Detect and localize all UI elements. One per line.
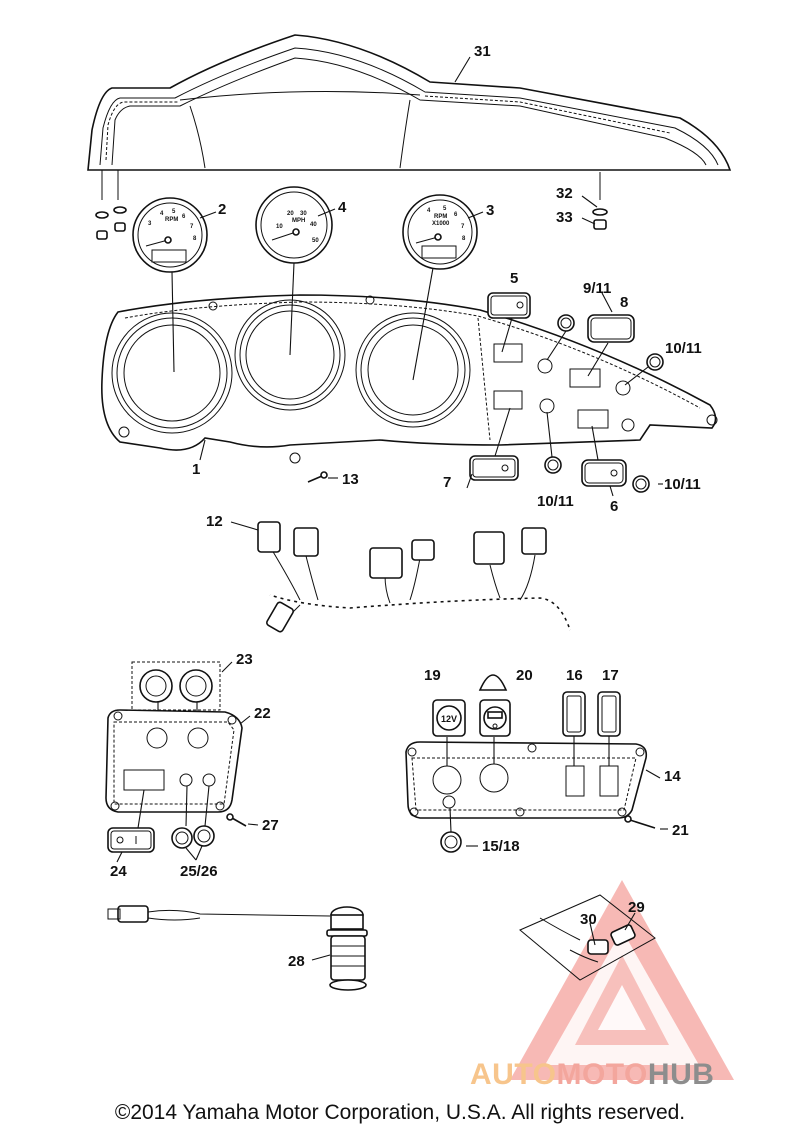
callout-12: 12 xyxy=(206,513,223,530)
callout-10-11-lower-right: 10/11 xyxy=(664,476,701,493)
watermark-text: AUTOMOTOHUB xyxy=(470,1058,715,1091)
gauge-tick-label: 8 xyxy=(193,236,197,242)
cable-switch-28 xyxy=(107,905,368,991)
rocker-switch-16 xyxy=(562,691,586,737)
dash-top-cover xyxy=(87,34,732,200)
washer-32 xyxy=(592,208,608,216)
switch-8 xyxy=(587,314,635,343)
cap-10-11-lower-left xyxy=(544,456,562,474)
usb-socket-20 xyxy=(478,674,511,737)
callout-14: 14 xyxy=(664,768,681,785)
callout-15-18: 15/18 xyxy=(482,838,520,855)
callout-29: 29 xyxy=(628,899,645,916)
sub-panel-14 xyxy=(405,741,648,819)
gauge-tick-label: 7 xyxy=(190,224,194,230)
watermark-part-auto: AUTO xyxy=(470,1058,557,1091)
switch-24 xyxy=(107,827,155,853)
switch-6 xyxy=(581,459,627,487)
copyright-notice: ©2014 Yamaha Motor Corporation, U.S.A. A… xyxy=(114,1101,686,1124)
rocker-switch-17 xyxy=(597,691,621,737)
callout-28: 28 xyxy=(288,953,305,970)
callout-8: 8 xyxy=(620,294,628,311)
callout-5: 5 xyxy=(510,270,518,287)
callout-25-26: 25/26 xyxy=(180,863,218,880)
gauge-tick-label: 10 xyxy=(276,224,283,230)
callout-19: 19 xyxy=(424,667,441,684)
speedometer-gauge-4: 20 30 40 50 10 MPH xyxy=(255,186,333,264)
gauge-mph-unit: MPH xyxy=(292,218,305,224)
callout-9-11: 9/11 xyxy=(583,280,611,297)
callout-27: 27 xyxy=(262,817,279,834)
watermark-part-moto: MOTO xyxy=(556,1058,648,1091)
gauge-tick-label: 8 xyxy=(462,236,466,242)
cap-9-11 xyxy=(557,314,575,332)
parts-diagram: RPM 4 5 6 7 8 3 20 30 40 50 10 MPH RPM X… xyxy=(87,34,734,1080)
gauge-tick-label: 6 xyxy=(182,214,186,220)
callout-24: 24 xyxy=(110,863,127,880)
switch-7 xyxy=(469,455,519,481)
callout-21: 21 xyxy=(672,822,689,839)
screw-13 xyxy=(307,471,328,483)
switch-5 xyxy=(487,292,531,319)
gauge-tick-label: 5 xyxy=(443,206,447,212)
socket-label: 12V xyxy=(441,714,457,724)
tachometer-gauge-3: RPM X1000 4 5 6 7 8 xyxy=(402,194,478,270)
caps-25-26 xyxy=(171,825,215,849)
gauge-rpm-multiplier: X1000 xyxy=(432,221,450,227)
gauge-tick-label: 3 xyxy=(148,221,152,227)
gauge-tick-label: 50 xyxy=(312,238,319,244)
gauge-tick-label: 5 xyxy=(172,209,176,215)
screw-27 xyxy=(226,813,247,827)
callout-30: 30 xyxy=(580,911,597,928)
callout-4: 4 xyxy=(338,199,347,216)
callout-32: 32 xyxy=(556,185,573,202)
watermark-triangle-logo xyxy=(510,880,734,1080)
sub-panel-22 xyxy=(105,709,243,813)
gauge-tick-label: 30 xyxy=(300,211,307,217)
callout-33: 33 xyxy=(556,209,573,226)
callout-22: 22 xyxy=(254,705,271,722)
cap-10-11-lower-right xyxy=(632,475,650,493)
gauge-tick-label: 6 xyxy=(454,212,458,218)
callout-2: 2 xyxy=(218,201,226,218)
gauge-rpm-unit: RPM xyxy=(434,214,447,220)
12v-socket-19: 12V xyxy=(432,699,466,737)
gauge-tick-label: 4 xyxy=(160,211,164,217)
tachometer-gauge-2: RPM 4 5 6 7 8 3 xyxy=(132,197,208,273)
callout-17: 17 xyxy=(602,667,619,684)
callout-31: 31 xyxy=(474,43,491,60)
gauge-rpm-unit: RPM xyxy=(165,217,178,223)
callout-6: 6 xyxy=(610,498,618,515)
cap-10-11-upper xyxy=(646,353,664,371)
callout-13: 13 xyxy=(342,471,359,488)
cap-15-18 xyxy=(440,831,462,853)
screw-21 xyxy=(624,815,656,829)
wire-harness-12 xyxy=(257,521,573,633)
callout-20: 20 xyxy=(516,667,533,684)
callout-3: 3 xyxy=(486,202,494,219)
callout-10-11-upper: 10/11 xyxy=(665,340,702,357)
left-washers xyxy=(95,206,127,240)
callout-23: 23 xyxy=(236,651,253,668)
watermark-part-hub: HUB xyxy=(647,1058,715,1091)
gauge-tick-label: 7 xyxy=(461,224,465,230)
nut-33 xyxy=(593,219,607,230)
callout-10-11-lower-left: 10/11 xyxy=(537,493,574,510)
parts-sheet-29-30 xyxy=(519,894,656,981)
main-dash-panel xyxy=(101,294,718,464)
callout-7: 7 xyxy=(443,474,451,491)
callout-labels: 31 2 4 3 32 33 5 9/11 8 10/11 1 13 7 10/… xyxy=(110,43,702,970)
callout-16: 16 xyxy=(566,667,583,684)
gauge-tick-label: 4 xyxy=(427,208,431,214)
gauge-tick-label: 20 xyxy=(287,211,294,217)
dashed-group-23 xyxy=(131,661,221,711)
gauge-tick-label: 40 xyxy=(310,222,317,228)
callout-1: 1 xyxy=(192,461,200,478)
